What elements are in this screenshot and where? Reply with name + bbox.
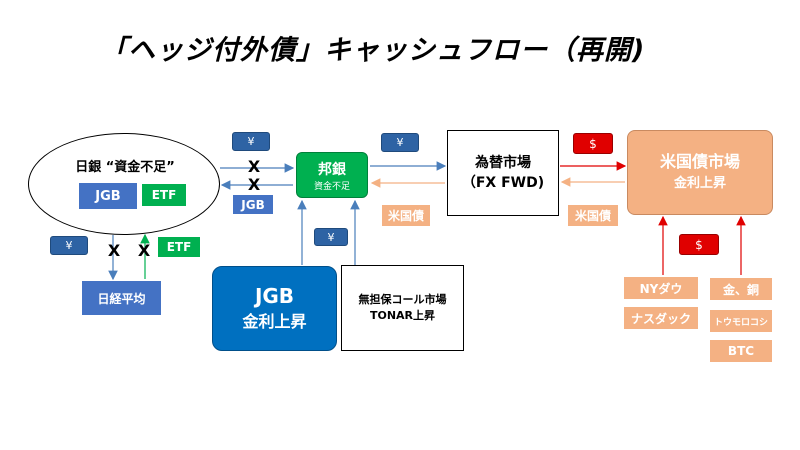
yen-tag-jgb-bank: ¥ [314,228,348,246]
etf-tag-nikkei: ETF [158,237,200,257]
fx-market-box: 為替市場 （FX FWD) [447,130,559,216]
yen-tag-bank-fx: ¥ [381,133,419,152]
asset-nasdaq: ナスダック [624,307,698,329]
boj-etf-tag: ETF [142,184,186,206]
call-market-box: 無担保コール市場 TONAR上昇 [341,265,464,351]
bank-title: 邦銀 [318,161,346,178]
yen-tag-nikkei: ¥ [50,236,88,255]
boj-label: 日銀 “資金不足” [75,159,175,175]
yen-tag-boj-bank: ¥ [232,132,270,151]
call-title: 無担保コール市場 [358,293,447,306]
x-mark-bottom: X [247,174,261,194]
dollar-tag-assets: $ [679,234,719,255]
jgb-big-subtitle: 金利上昇 [242,311,307,331]
x-mark-top: X [247,156,261,176]
bank-subtitle: 資金不足 [313,181,350,192]
page-title: 「ヘッジ付外債」キャッシュフロー（再開) [100,35,646,66]
asset-btc: BTC [710,340,772,362]
asset-ny-dow: NYダウ [624,277,698,299]
jgb-small-tag: JGB [233,195,273,214]
boj-jgb-tag: JGB [79,183,137,209]
jgb-rate-box: JGB 金利上昇 [212,266,337,351]
x-mark-nikkei-left: X [107,240,121,260]
ust-tag-fx: 米国債 [568,205,618,226]
asset-gold-copper: 金、銅 [710,278,772,300]
fx-subtitle: （FX FWD) [461,175,545,191]
us-title: 米国債市場 [659,151,740,171]
bank-box: 邦銀 資金不足 [296,152,368,198]
asset-corn: トウモロコシ [710,310,772,332]
x-mark-nikkei-right: X [137,240,151,260]
dollar-tag-fx-us: $ [573,133,613,154]
call-subtitle: TONAR上昇 [369,309,436,322]
jgb-big-title: JGB [254,283,295,308]
nikkei-box: 日経平均 [82,281,161,315]
us-subtitle: 金利上昇 [673,175,726,191]
us-treasury-box: 米国債市場 金利上昇 [627,130,773,215]
fx-title: 為替市場 [475,155,531,171]
ust-tag-bank: 米国債 [382,205,430,226]
